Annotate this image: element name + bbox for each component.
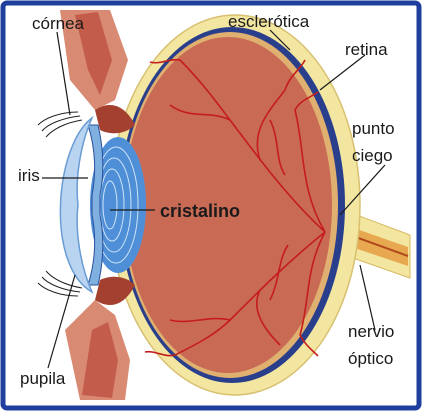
ciliary-body-bottom [95,276,135,305]
label-nervio-optico-line1: nervio [348,322,395,341]
cornea-shape [59,115,94,294]
label-pupila: pupila [20,369,66,388]
upper-eyelid-stripe [75,12,112,95]
label-punto-ciego-line2: ciego [352,146,393,165]
eyelashes [37,111,83,297]
ciliary-body-top [95,105,135,134]
label-nervio-optico-line2: óptico [348,349,394,368]
leader-lines [42,29,386,369]
vitreous-body [124,37,332,373]
leader-retina [319,54,366,91]
leader-esclerotica [269,29,291,51]
leader-pupila [47,274,76,369]
label-esclerotica: esclerótica [228,12,310,31]
label-cornea: córnea [32,14,84,33]
label-punto-ciego-line1: punto [352,119,395,138]
label-cristalino: cristalino [160,201,241,221]
lower-eyelid-stripe [82,322,118,398]
iris-shape [87,124,104,286]
leader-cornea [56,31,71,116]
leader-punto-ciego [339,164,386,216]
leader-nervio [359,264,376,331]
label-iris: iris [18,166,40,185]
label-retina: retina [345,40,388,59]
blood-vessels [144,58,326,357]
lens [90,137,146,273]
